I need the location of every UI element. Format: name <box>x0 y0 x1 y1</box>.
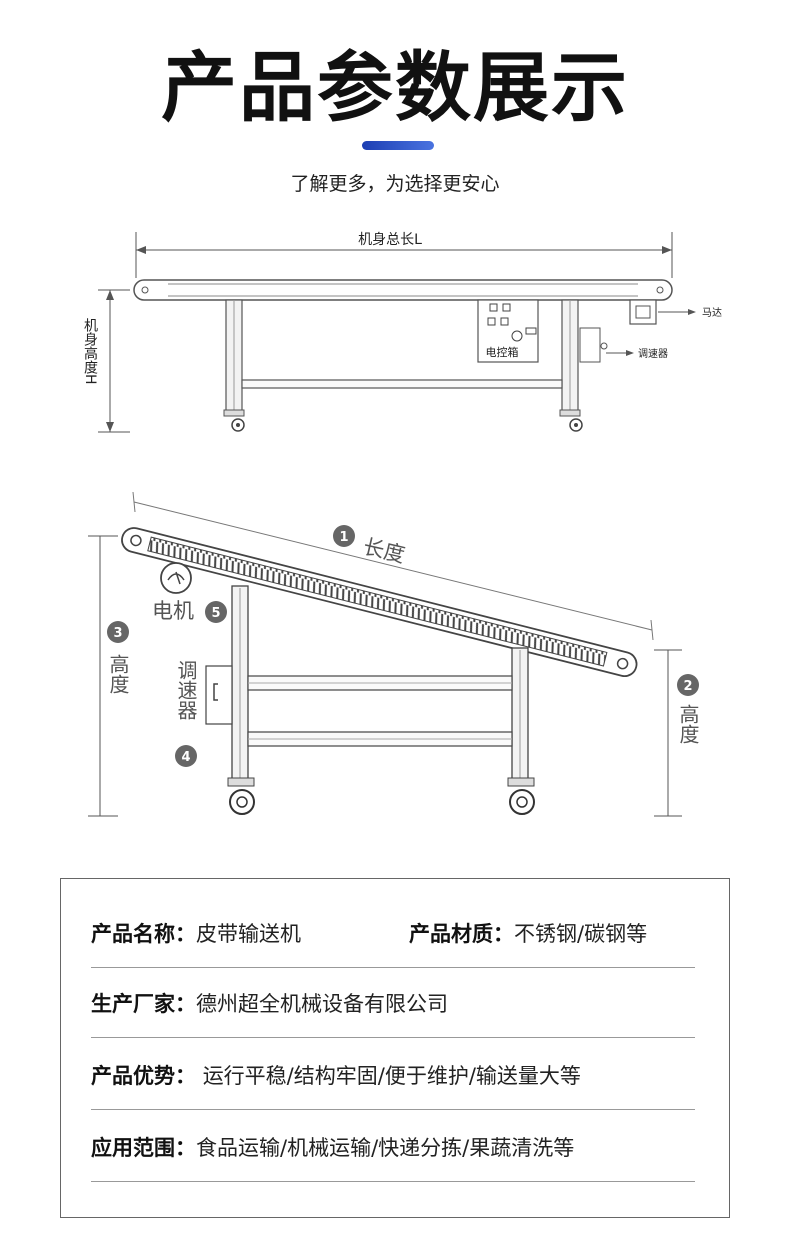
spec-usage-key: 应用范围： <box>91 1136 196 1160</box>
motor <box>629 299 657 325</box>
page-title: 产品参数展示 <box>161 43 629 132</box>
spec-material-key: 产品材质： <box>409 922 514 946</box>
speed-controller-label: 调速器 <box>174 660 198 720</box>
low-height-label: 高度 <box>676 704 700 744</box>
inclined-conveyor-diagram: 1 长度 电机 5 调速器 4 3 高度 <box>88 491 700 817</box>
page-subtitle: 了解更多，为选择更安心 <box>290 173 500 195</box>
spec-row-advantage: 产品优势： 运行平稳/结构牢固/便于维护/输送量大等 <box>91 1043 695 1110</box>
motor-label: 电机 <box>152 599 194 623</box>
height-dimension-label: 机身高度H <box>82 318 98 385</box>
control-box-label: 电控箱 <box>486 345 519 359</box>
spec-advantage-value: 运行平稳/结构牢固/便于维护/输送量大等 <box>202 1064 581 1088</box>
length-number-badge: 1 <box>339 530 348 545</box>
spec-row-name-material: 产品名称：皮带输送机 产品材质：不锈钢/碳钢等 <box>91 901 695 968</box>
motor-number-badge: 5 <box>211 606 220 621</box>
length-dimension-label: 机身总长L <box>358 232 422 248</box>
motor-label: 马达 <box>702 307 722 319</box>
motor-icon <box>160 562 192 594</box>
low-height-number-badge: 2 <box>683 679 692 694</box>
high-height-label: 高度 <box>106 654 130 694</box>
spec-maker-key: 生产厂家： <box>91 992 196 1016</box>
spec-name-key: 产品名称： <box>91 922 196 946</box>
length-label: 长度 <box>361 534 407 567</box>
spec-row-usage: 应用范围：食品运输/机械运输/快递分拣/果蔬清洗等 <box>91 1115 695 1182</box>
spec-row-maker: 生产厂家：德州超全机械设备有限公司 <box>91 971 695 1038</box>
spec-material: 产品材质：不锈钢/碳钢等 <box>409 901 647 967</box>
control-box <box>477 299 539 363</box>
title-accent-bar <box>362 141 434 150</box>
speed-controller-number-badge: 4 <box>181 750 190 765</box>
speed-controller-label: 调速器 <box>638 348 668 360</box>
spec-info-box: 产品名称：皮带输送机 产品材质：不锈钢/碳钢等 生产厂家：德州超全机械设备有限公… <box>60 878 730 1218</box>
spec-name-value: 皮带输送机 <box>196 922 301 946</box>
horizontal-conveyor-diagram: 机身总长L 机身高度H 电控箱 调速器 马达 <box>82 232 722 433</box>
spec-maker-value: 德州超全机械设备有限公司 <box>196 992 448 1016</box>
spec-material-value: 不锈钢/碳钢等 <box>514 922 648 946</box>
spec-advantage-key: 产品优势： <box>91 1064 196 1088</box>
conveyor-belt <box>133 279 673 301</box>
speed-controller-box <box>205 665 233 725</box>
spec-usage-value: 食品运输/机械运输/快递分拣/果蔬清洗等 <box>196 1136 575 1160</box>
high-height-number-badge: 3 <box>113 626 122 641</box>
